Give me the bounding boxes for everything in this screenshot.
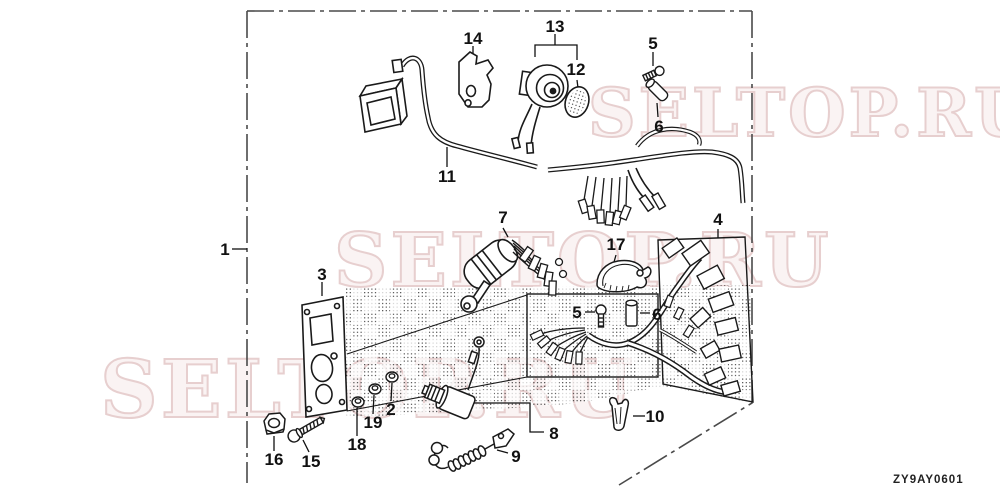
key-switch-7 [460,238,568,313]
connector-cable-11 [358,55,538,170]
callout-10: 10 [646,407,665,426]
bracket-14 [458,51,494,108]
screw-5-top [641,65,665,82]
leader-lines [232,34,719,453]
washers-18-19-2 [351,371,399,408]
tube-6-box [625,299,638,327]
strap-17 [596,259,652,293]
callout-13: 13 [546,17,565,36]
diagram-border [246,10,753,486]
callout-8: 8 [549,424,558,443]
callout-14: 14 [464,29,483,48]
callout-5: 5 [648,34,657,53]
callout-2: 2 [386,400,395,419]
panel-plate-3 [301,296,348,418]
callout-7: 7 [498,208,507,227]
callout-6: 6 [654,117,663,136]
callout-17: 17 [607,235,626,254]
callout-15: 15 [302,452,321,471]
clip-10 [609,396,630,431]
callout-12: 12 [567,60,586,79]
callout-labels: 1 2 3 4 5 6 5 6 7 8 9 10 11 12 13 14 15 … [220,17,723,471]
callout-1: 1 [220,240,229,259]
switch-wire-bundle [547,126,746,227]
harness-box-4 [657,236,754,403]
screw-5-box [595,304,607,328]
stop-switch-lanyard-8-9 [421,336,515,472]
drawing-code: ZY9AY0601 [893,474,964,486]
callout-6b: 6 [652,305,661,324]
tube-6-top [645,78,669,102]
wire-harness-4 [586,236,743,397]
callout-19: 19 [364,413,383,432]
callout-4: 4 [713,210,723,229]
terminal-bundle-left [529,327,589,365]
hardware-box-5-6 [526,293,659,378]
callout-18: 18 [348,435,367,454]
nut-16 [263,412,286,435]
perforated-cap-12 [564,86,590,118]
callout-16: 16 [265,450,284,469]
lanyard-bracket-8 [457,402,544,454]
ignition-switch-13 [510,64,569,155]
callout-5b: 5 [572,303,581,322]
callout-11: 11 [438,167,456,186]
screw-15 [287,416,326,443]
callout-3: 3 [317,265,326,284]
callout-9: 9 [511,447,520,466]
